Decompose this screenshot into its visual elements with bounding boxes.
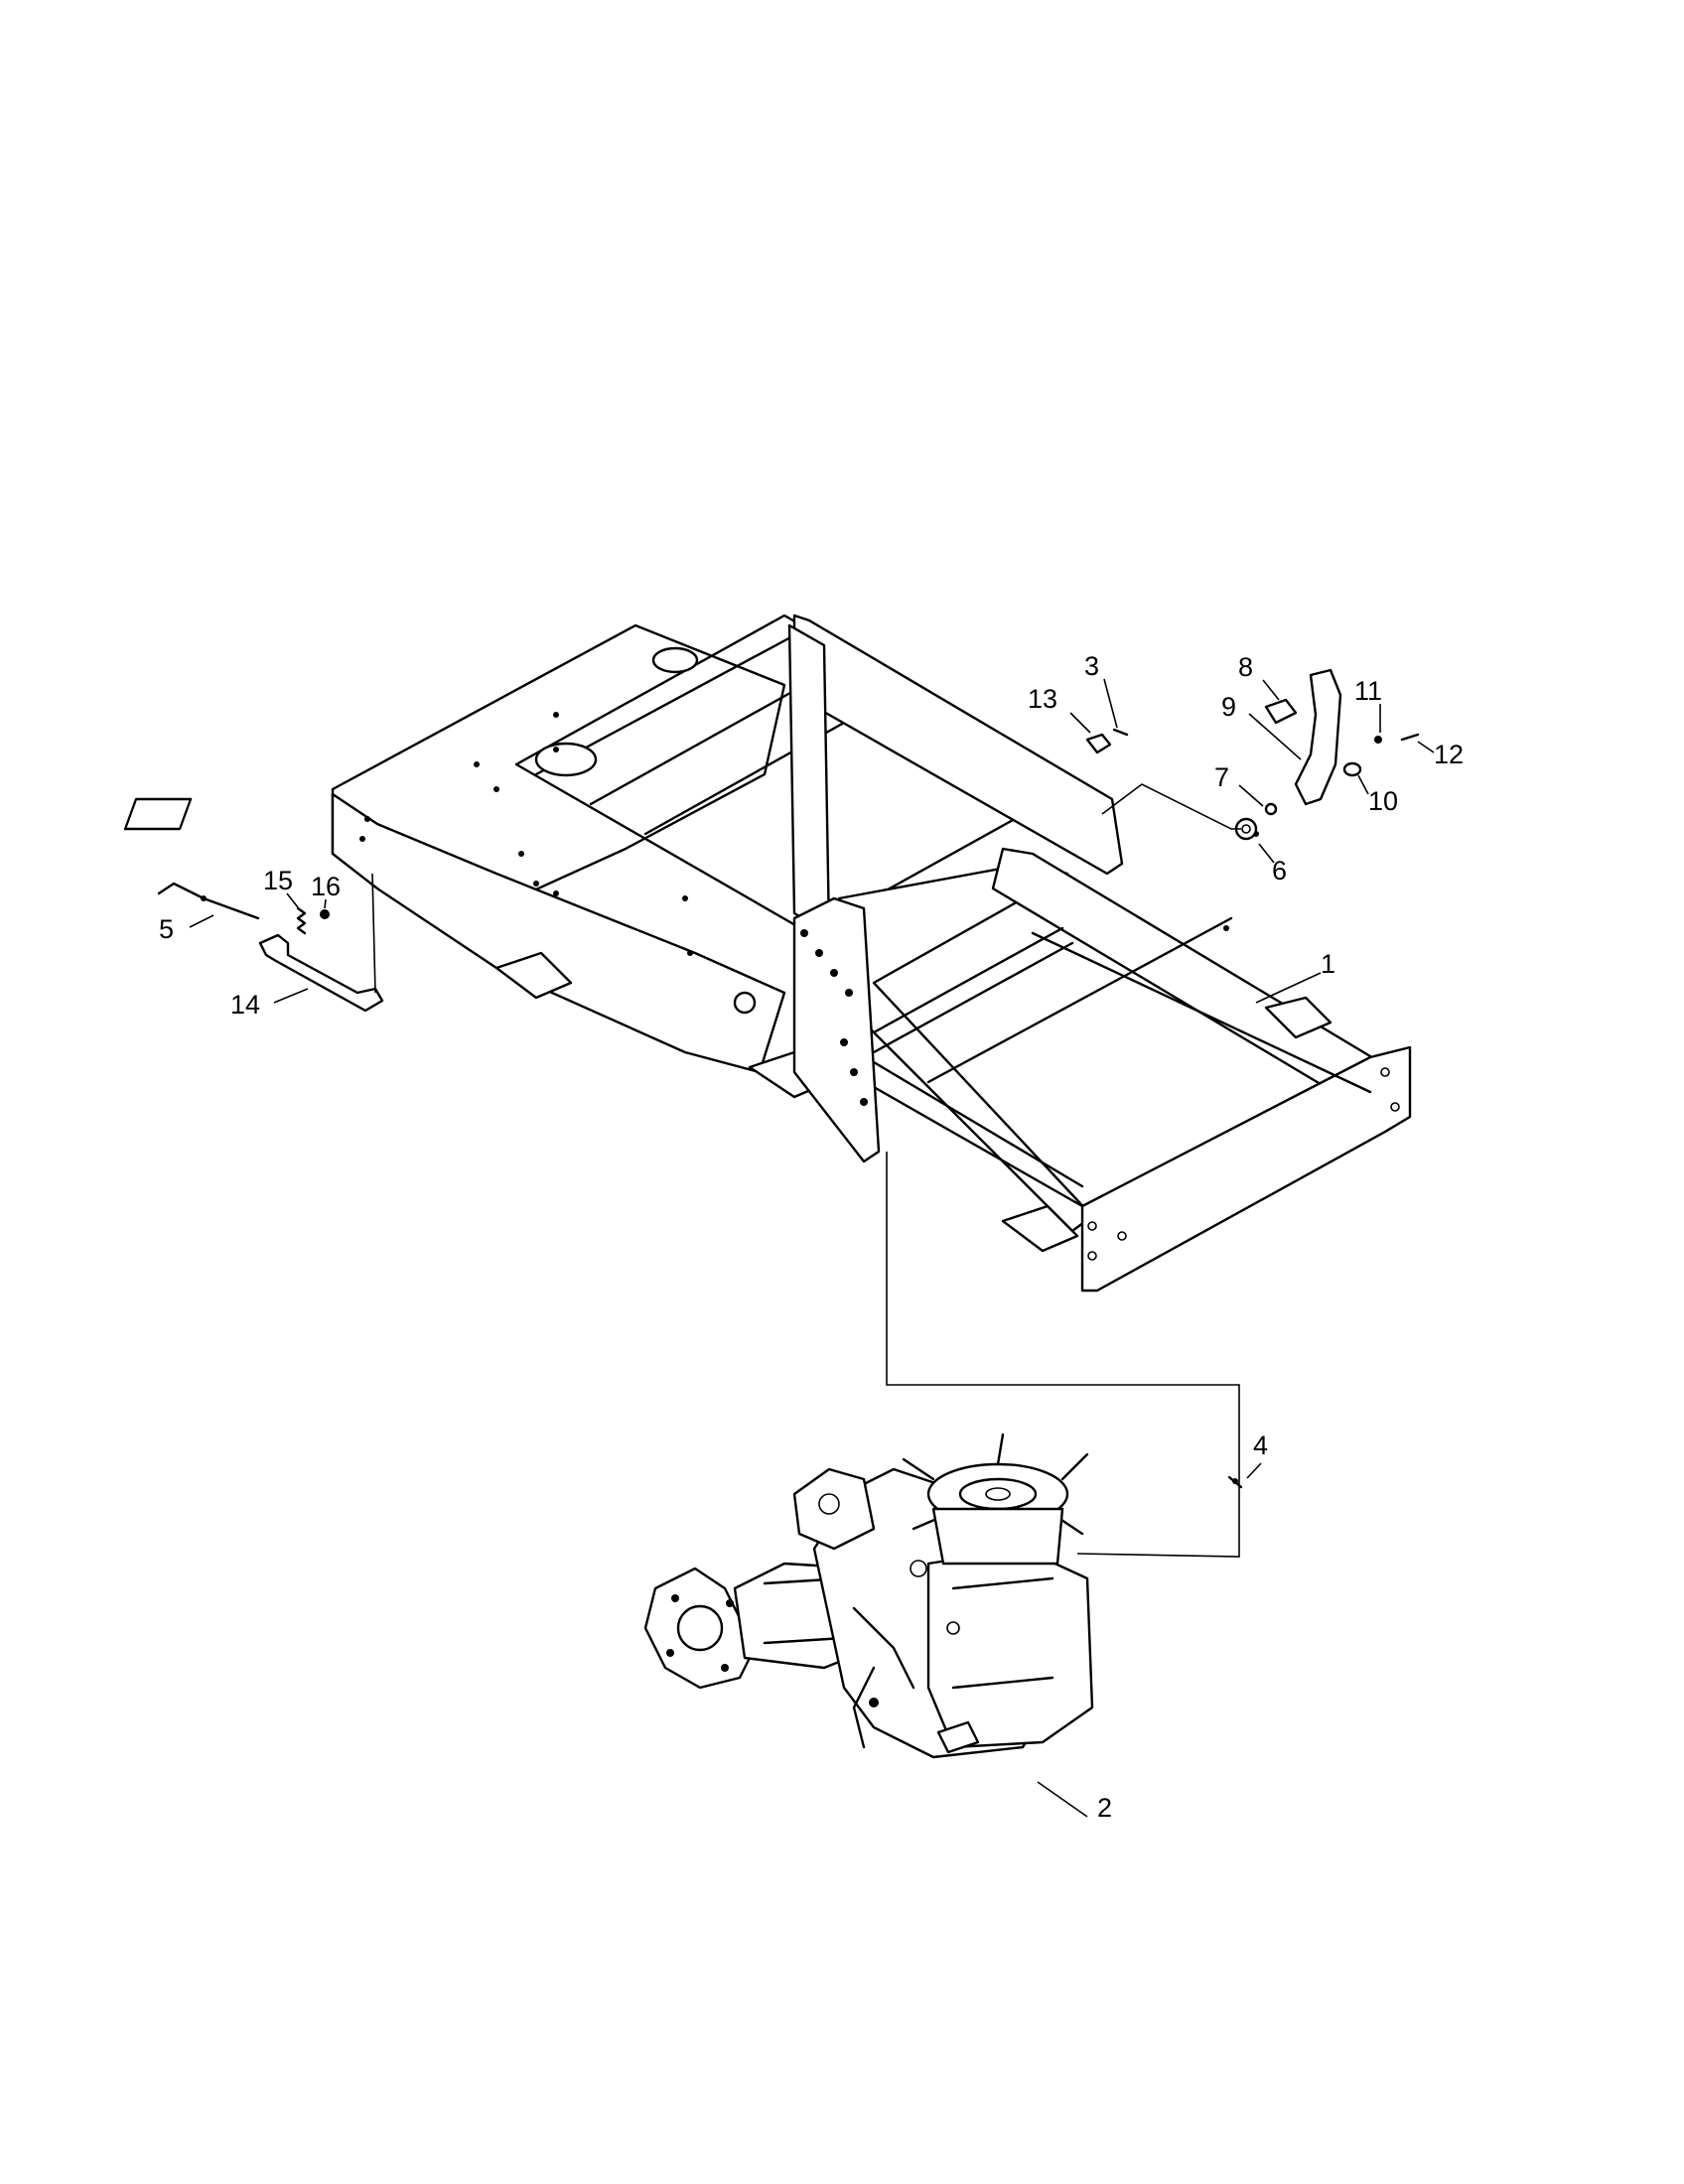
callout-16: 16 (311, 872, 341, 901)
callout-13: 13 (1028, 684, 1057, 714)
callout-11: 11 (1354, 676, 1382, 706)
bolt-12 (1400, 733, 1420, 742)
assembly-lines (371, 783, 1241, 1558)
clip-13 (1085, 733, 1112, 754)
nut-11 (1374, 736, 1382, 744)
callout-15: 15 (263, 866, 293, 895)
callout-10: 10 (1368, 786, 1398, 816)
bracket-14 (258, 933, 384, 1013)
nut-16 (320, 909, 330, 919)
leader-lines (189, 678, 1435, 1818)
screw-3 (1112, 728, 1129, 737)
washer-10 (1342, 761, 1362, 777)
lever-9 (1294, 668, 1342, 806)
callout-2: 2 (1097, 1793, 1112, 1823)
callout-9: 9 (1221, 692, 1236, 722)
callout-8: 8 (1238, 652, 1253, 682)
frame-assembly (123, 614, 1412, 1293)
callout-1: 1 (1321, 949, 1335, 979)
pad-8 (1264, 698, 1298, 725)
callout-12: 12 (1434, 740, 1464, 769)
rod-5 (157, 882, 260, 920)
transaxle-assembly (643, 1433, 1094, 1759)
callout-4: 4 (1253, 1431, 1268, 1460)
callout-7: 7 (1214, 762, 1229, 792)
callout-5: 5 (159, 914, 174, 944)
callout-3: 3 (1084, 651, 1099, 681)
callout-14: 14 (230, 990, 260, 1020)
washer-7 (1264, 802, 1278, 816)
spring-15 (296, 906, 307, 935)
callout-6: 6 (1272, 856, 1287, 886)
